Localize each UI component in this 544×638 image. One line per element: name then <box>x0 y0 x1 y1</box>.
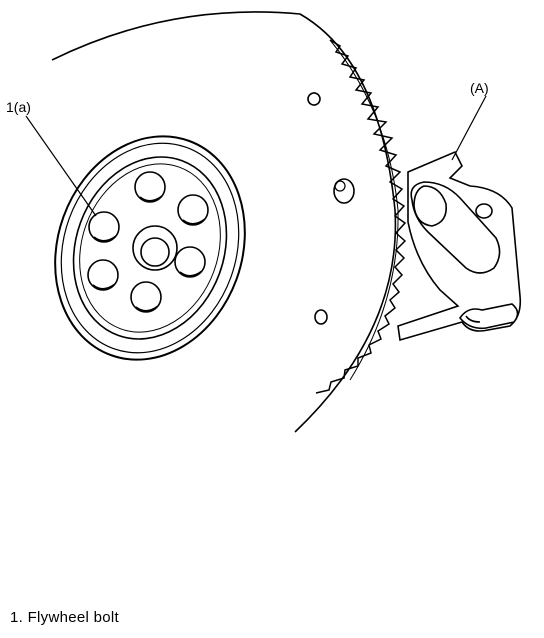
flywheel-dowel <box>333 178 355 204</box>
ring-gear-inner-line <box>329 39 399 381</box>
hub-outer-ring-2 <box>60 142 240 354</box>
hub-inner-ring <box>72 156 228 340</box>
flywheel-rim <box>51 11 397 433</box>
center-boss <box>132 225 178 271</box>
flywheel-bolts <box>87 171 209 313</box>
ring-gear-teeth <box>315 39 407 394</box>
flywheel-bolt <box>174 246 206 278</box>
hub-outer-ring <box>54 135 246 361</box>
leader-line-a <box>451 95 487 161</box>
callout-1a-label: 1(a) <box>6 99 31 115</box>
flywheel-bolt <box>177 194 209 226</box>
flywheel-bolt <box>87 259 119 291</box>
flywheel-bolt <box>134 171 166 203</box>
callout-a-label: (A) <box>470 80 489 96</box>
hub-inner-ring-2 <box>79 163 221 333</box>
leader-line-1a <box>25 115 97 217</box>
flywheel-bolt <box>88 211 120 243</box>
figure-caption: 1. Flywheel bolt <box>10 609 120 626</box>
flywheel-hole <box>307 92 321 106</box>
flywheel-bolt <box>130 281 162 313</box>
flywheel-holder-tool <box>397 150 522 342</box>
flywheel-hole <box>314 309 328 325</box>
